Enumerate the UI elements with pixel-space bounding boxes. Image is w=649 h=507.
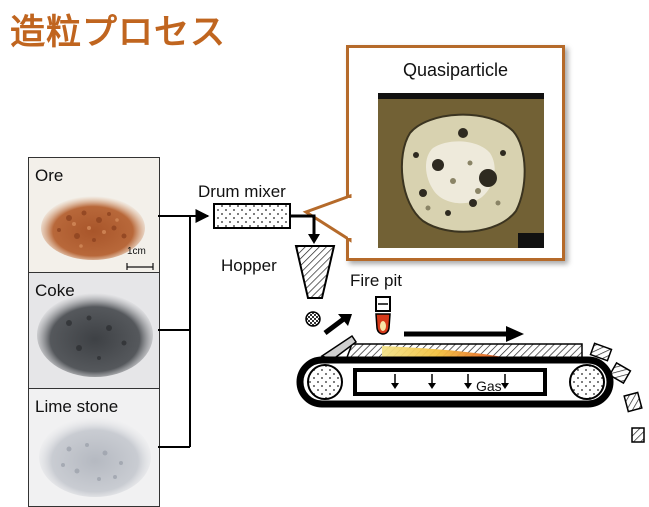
ore-label: Ore <box>35 166 64 185</box>
coke-label: Coke <box>35 281 75 300</box>
gas-label: Gas <box>476 378 502 394</box>
fire-pit-torch <box>375 296 391 335</box>
quasiparticle-callout: Quasiparticle <box>346 45 565 261</box>
quasiparticle-label: Quasiparticle <box>402 60 509 80</box>
page-title: 造粒プロセス <box>10 13 227 53</box>
mixer-arrow-head <box>308 234 320 244</box>
chute-arrow <box>323 316 347 335</box>
gas-flow-arrows <box>391 374 509 389</box>
limestone-photo: Lime stone <box>28 388 160 507</box>
coke-pile-image <box>37 293 153 377</box>
drum-mixer <box>213 203 291 229</box>
drum-mixer-label: Drum mixer <box>198 182 286 201</box>
pellet <box>305 311 321 327</box>
hopper <box>294 245 336 299</box>
fire-pit-label: Fire pit <box>350 271 402 290</box>
limestone-pile-image <box>39 417 151 497</box>
limestone-label: Lime stone <box>35 397 119 416</box>
feed-lines <box>158 209 210 448</box>
ore-photo: Ore 1cm <box>28 157 160 274</box>
wind-box <box>353 368 547 396</box>
mixer-to-hopper-line <box>290 214 316 236</box>
ore-pile-image <box>41 196 154 270</box>
coke-photo: Coke <box>28 272 160 390</box>
hopper-label: Hopper <box>221 256 277 275</box>
scale-label: 1cm <box>127 246 146 257</box>
left-pulley <box>307 364 343 400</box>
right-pulley <box>569 364 605 400</box>
discharged-sinter <box>589 342 645 443</box>
micrograph-image <box>378 93 544 248</box>
